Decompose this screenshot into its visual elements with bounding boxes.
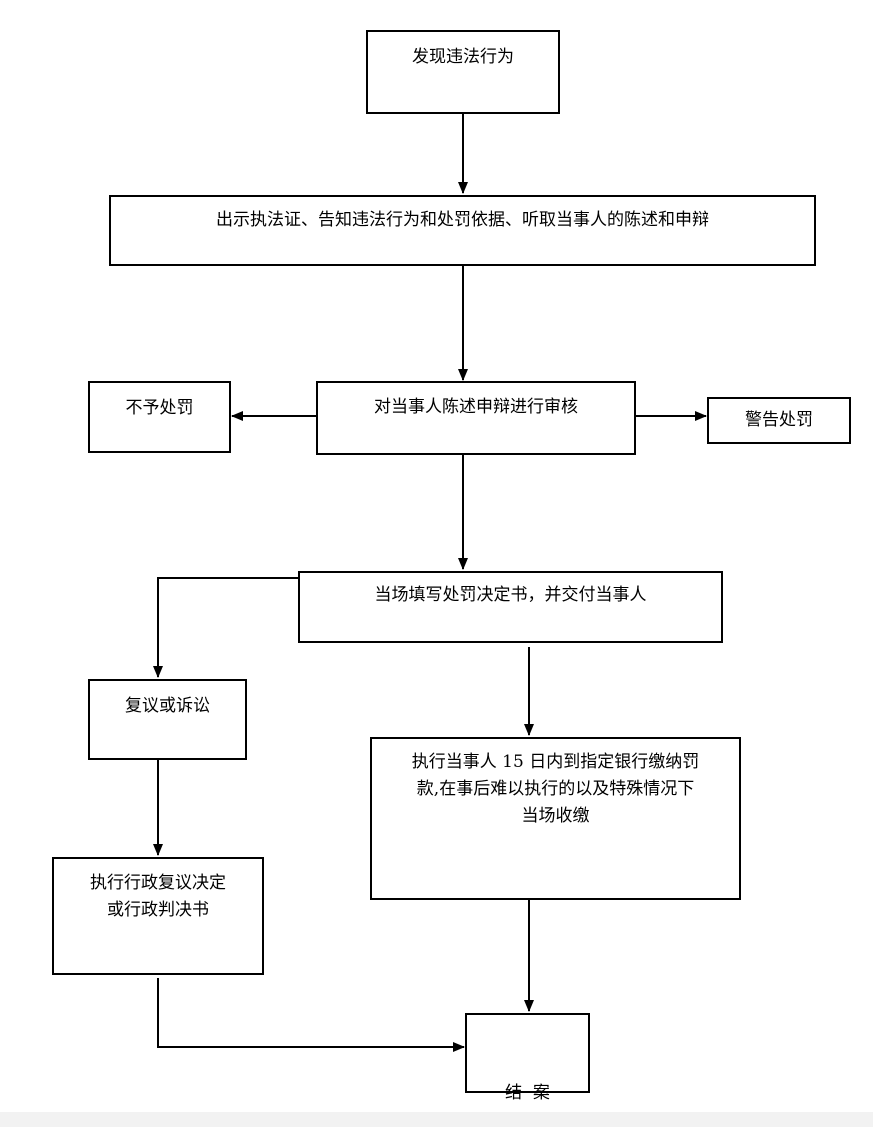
node-warning-penalty: 警告处罚: [707, 397, 851, 444]
node-discover-violation-label: 发现违法行为: [412, 47, 514, 67]
node-pay-fine: 执行当事人 15 日内到指定银行缴纳罚 款,在事后难以执行的以及特殊情况下 当场…: [370, 737, 741, 900]
node-discover-violation: 发现违法行为: [366, 30, 560, 114]
node-execute-judgment-line-1: 执行行政复议决定: [90, 873, 226, 893]
node-pay-fine-line-2: 款,在事后难以执行的以及特殊情况下: [416, 779, 695, 799]
node-close-case: 结 案: [465, 1013, 590, 1103]
node-decision-document-label: 当场填写处罚决定书，并交付当事人: [374, 585, 647, 605]
node-warning-penalty-label: 警告处罚: [745, 410, 813, 430]
node-pay-fine-line-1: 执行当事人 15 日内到指定银行缴纳罚: [411, 752, 700, 772]
node-no-penalty: 不予处罚: [88, 381, 231, 453]
arrow-decision-to-reconsider: [153, 577, 298, 678]
node-decision-document: 当场填写处罚决定书，并交付当事人: [298, 571, 723, 643]
node-execute-judgment: 执行行政复议决定 或行政判决书: [52, 857, 264, 975]
node-review: 对当事人陈述申辩进行审核: [316, 381, 636, 455]
page-bottom-strip: [0, 1112, 873, 1127]
node-no-penalty-label: 不予处罚: [125, 398, 194, 418]
arrow-execute-judgment-to-close: [157, 978, 465, 1052]
node-review-label: 对当事人陈述申辩进行审核: [374, 397, 578, 417]
node-pay-fine-line-3: 当场收缴: [521, 806, 590, 826]
node-reconsideration-label: 复议或诉讼: [125, 696, 210, 716]
node-reconsideration-or-litigation: 复议或诉讼: [88, 679, 247, 760]
node-show-certificate-label: 出示执法证、告知违法行为和处罚依据、听取当事人的陈述和申辩: [216, 210, 709, 230]
node-show-certificate: 出示执法证、告知违法行为和处罚依据、听取当事人的陈述和申辩: [109, 195, 816, 266]
node-close-case-label: 结 案: [505, 1083, 550, 1103]
node-execute-judgment-line-2: 或行政判决书: [107, 900, 209, 920]
